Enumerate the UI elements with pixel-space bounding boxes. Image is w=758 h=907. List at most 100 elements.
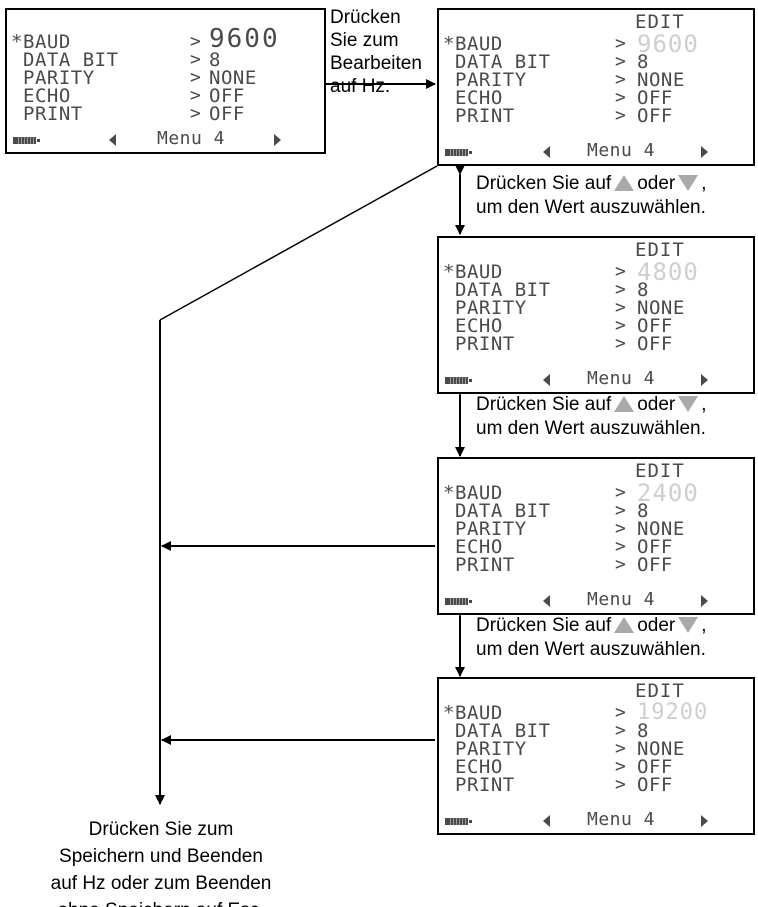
menu-row-label: PRINT (455, 333, 515, 355)
menu-footer-label: Menu 4 (587, 140, 656, 161)
menu-row-parity: PARITY > NONE (439, 517, 753, 541)
menu-row-value: 8 (637, 51, 649, 73)
step-caption-text: Drücken Sie auf (476, 615, 612, 636)
battery-icon (445, 598, 472, 605)
lcd-screen-edit-4800: EDIT * BAUD > 4800 DATA BIT > 8 PARITY >… (437, 236, 755, 394)
top-caption-line: Drücken (330, 7, 401, 28)
step-caption-text: , (701, 173, 707, 194)
menu-row-label: ECHO (455, 315, 503, 337)
up-arrow-button-icon (614, 175, 635, 191)
lcd-footer: Menu 4 (439, 589, 753, 611)
menu-row-label: PRINT (23, 103, 83, 125)
menu-row-separator: > (615, 51, 626, 72)
step-caption-text: oder (637, 615, 676, 636)
menu-row-value: NONE (637, 518, 685, 540)
menu-row-separator: > (615, 536, 626, 557)
menu-row-label: BAUD (455, 482, 503, 504)
menu-row-value: OFF (637, 536, 673, 558)
menu-footer-label: Menu 4 (587, 368, 656, 389)
menu-row-echo: ECHO > OFF (439, 314, 753, 338)
menu-row-baud: * BAUD > 9600 (439, 32, 753, 56)
menu-row-baud: * BAUD > 9600 (7, 24, 324, 54)
edit-label: EDIT (635, 460, 685, 482)
menu-row-value: 8 (637, 279, 649, 301)
top-caption-line: Sie zum (330, 30, 399, 51)
step-caption-text: um den Wert auszuwählen. (476, 418, 706, 439)
menu-row-separator: > (615, 279, 626, 300)
menu-row-baud: * BAUD > 4800 (439, 260, 753, 284)
baud-value: 19200 (637, 700, 709, 725)
menu-footer-label: Menu 4 (587, 589, 656, 610)
step-caption-text: oder (637, 394, 676, 415)
menu-row-data-bit: DATA BIT > 8 (439, 278, 753, 302)
final-caption-line: auf Hz oder zum Beenden (50, 873, 272, 894)
menu-row-value: OFF (209, 85, 245, 107)
menu-row-label: PARITY (455, 297, 527, 319)
menu-row-separator: > (190, 85, 201, 106)
right-arrow-icon (701, 815, 708, 827)
menu-row-separator: > (190, 31, 201, 52)
menu-footer-label: Menu 4 (157, 128, 226, 149)
menu-row-value: OFF (637, 333, 673, 355)
battery-icon (13, 137, 40, 144)
menu-row-separator: > (615, 720, 626, 741)
battery-icon (445, 149, 472, 156)
top-caption-line: Bearbeiten (330, 53, 422, 74)
menu-row-separator: > (615, 500, 626, 521)
menu-row-data-bit: DATA BIT > 8 (7, 48, 324, 72)
menu-row-separator: > (190, 103, 201, 124)
menu-row-label: PARITY (455, 518, 527, 540)
menu-row-value: OFF (637, 554, 673, 576)
menu-row-separator: > (615, 482, 626, 503)
menu-row-value: 8 (637, 500, 649, 522)
menu-row-label: DATA BIT (455, 51, 551, 73)
right-arrow-icon (274, 134, 281, 146)
baud-value: 2400 (637, 479, 699, 507)
menu-row-label: DATA BIT (455, 279, 551, 301)
menu-row-print: PRINT > OFF (439, 773, 753, 797)
menu-row-label: PRINT (455, 554, 515, 576)
up-arrow-button-icon (614, 396, 635, 412)
menu-row-baud: * BAUD > 2400 (439, 481, 753, 505)
menu-row-label: PRINT (455, 105, 515, 127)
left-arrow-icon (543, 815, 550, 827)
menu-row-parity: PARITY > NONE (7, 66, 324, 90)
menu-row-print: PRINT > OFF (439, 332, 753, 356)
left-arrow-icon (543, 146, 550, 158)
down-arrow-button-icon (678, 617, 699, 633)
menu-row-parity: PARITY > NONE (439, 68, 753, 92)
menu-row-separator: > (615, 702, 626, 723)
lcd-footer: Menu 4 (7, 128, 324, 150)
baud-value: 9600 (637, 30, 699, 58)
step-caption-text: oder (637, 173, 676, 194)
menu-row-label: ECHO (455, 87, 503, 109)
diagonal-connector (159, 165, 438, 321)
step-caption-text: , (701, 394, 707, 415)
menu-row-data-bit: DATA BIT > 8 (439, 499, 753, 523)
menu-row-label: ECHO (23, 85, 71, 107)
right-arrow-icon (701, 146, 708, 158)
baud-value: 9600 (209, 24, 280, 54)
selection-star: * (443, 33, 455, 55)
menu-row-value: NONE (209, 67, 257, 89)
edit-label: EDIT (635, 11, 685, 33)
menu-row-baud: * BAUD > 19200 (439, 701, 753, 725)
menu-row-separator: > (615, 261, 626, 282)
menu-row-separator: > (615, 105, 626, 126)
menu-row-label: DATA BIT (455, 720, 551, 742)
menu-row-label: ECHO (455, 756, 503, 778)
menu-row-separator: > (615, 518, 626, 539)
step-caption-text: , (701, 615, 707, 636)
menu-row-data-bit: DATA BIT > 8 (439, 50, 753, 74)
menu-row-value: 8 (209, 49, 221, 71)
lcd-footer: Menu 4 (439, 140, 753, 162)
menu-row-label: PARITY (455, 738, 527, 760)
menu-row-label: DATA BIT (23, 49, 119, 71)
lcd-screen-edit-19200: EDIT * BAUD > 19200 DATA BIT > 8 PARITY … (437, 677, 755, 835)
left-arrow-icon (109, 134, 116, 146)
